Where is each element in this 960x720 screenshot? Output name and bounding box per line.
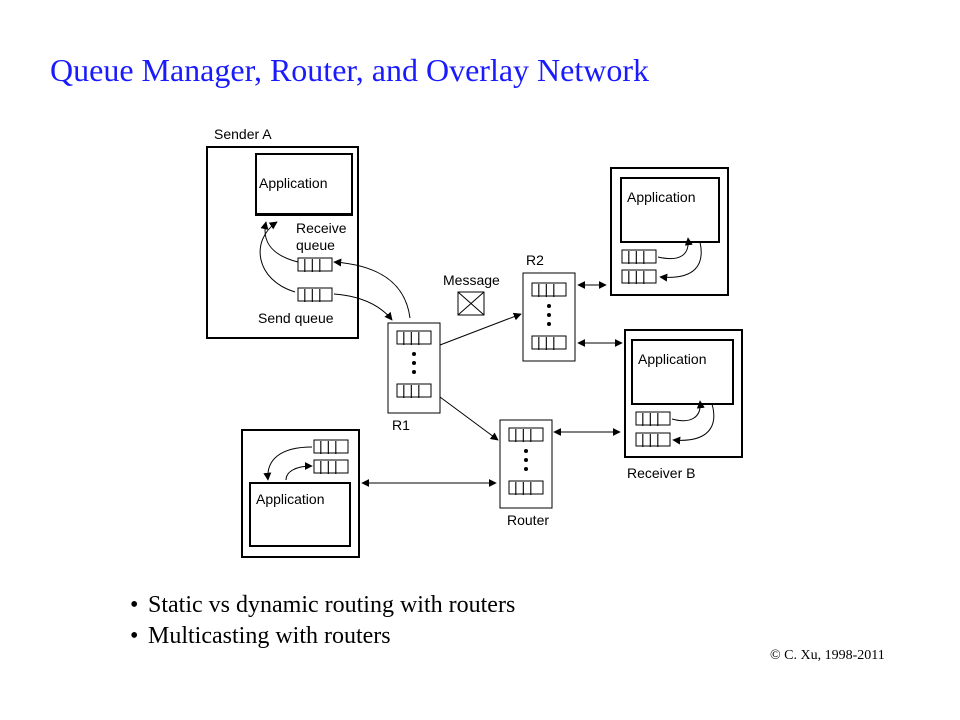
queue-slot-marks: | | |	[402, 329, 421, 345]
queue-slot-marks: | | |	[627, 268, 646, 284]
send-queue-label: Send queue	[258, 310, 334, 326]
receiver-b-host: Application | | | | | | Receiver B	[624, 329, 743, 481]
sender-a-host: Sender A Application Receive queue | | |…	[206, 126, 359, 339]
bottom-left-host: Application | | | | | |	[241, 429, 360, 558]
queue-slot-marks: | | |	[402, 382, 421, 398]
copyright-notice: © C. Xu, 1998-2011	[770, 648, 885, 663]
message-label: Message	[443, 272, 500, 288]
application-label: Application	[638, 351, 707, 367]
r1-router: | | | | | | R1	[387, 322, 441, 433]
r1-to-receive-queue-arrow	[333, 258, 411, 319]
app-to-queue-arrow	[672, 403, 715, 445]
bullet-text: Static vs dynamic routing with routers	[148, 592, 516, 618]
bullet-item: • Static vs dynamic routing with routers	[130, 592, 515, 619]
queue-to-app-arrow	[657, 237, 693, 260]
receiver-b-label: Receiver B	[627, 465, 695, 481]
queue-slot-marks: | | |	[627, 248, 646, 264]
queue-slot-marks: | | |	[319, 458, 338, 474]
bullet-text: Multicasting with routers	[148, 623, 391, 649]
r1-to-router-arrow	[439, 396, 499, 441]
queue-to-app-arrow	[263, 446, 313, 481]
send-queue: | | |	[297, 286, 333, 302]
queue-slot-marks: | | |	[514, 479, 533, 495]
queue-slot-marks: | | |	[514, 426, 533, 442]
queue-slot-marks: | | |	[641, 431, 660, 447]
application-label: Application	[256, 491, 325, 507]
r1-label: R1	[392, 417, 410, 433]
router: | | | | | | Router	[499, 419, 553, 528]
queue-slot-marks: | | |	[319, 438, 338, 454]
receive-queue-label-line1: Receive	[296, 220, 347, 236]
app-to-queue-arrow	[659, 241, 702, 282]
r2-router: R2 | | | | | |	[522, 252, 576, 362]
receive-queue-to-app-arrow	[260, 221, 299, 263]
sender-a-label: Sender A	[214, 126, 272, 142]
queue-slot-marks: | | |	[537, 334, 556, 350]
receive-queue: | | |	[297, 256, 333, 272]
queue-slot-marks: | | |	[537, 281, 556, 297]
receive-queue-label-line2: queue	[296, 237, 335, 253]
app-to-queue-arrow	[285, 462, 313, 481]
app-to-send-queue-arrow	[259, 221, 296, 293]
queue-slot-marks: | | |	[641, 410, 660, 426]
application-label: Application	[627, 189, 696, 205]
queue-slot-marks: | | |	[303, 286, 322, 302]
queue-to-app-arrow	[671, 400, 705, 422]
bullet-item: • Multicasting with routers	[130, 623, 515, 650]
top-right-host: Application | | | | | |	[610, 167, 729, 296]
router-label: Router	[507, 512, 549, 528]
message-envelope-icon	[457, 291, 485, 316]
bullet-list: •Static vs dynamic routing with routers …	[130, 592, 515, 654]
application-label: Application	[259, 175, 328, 191]
r2-label: R2	[526, 252, 544, 268]
bullet-glyph: •	[130, 592, 139, 618]
r1-to-r2-arrow	[439, 312, 522, 346]
bullet-glyph: •	[130, 623, 139, 649]
slide-title: Queue Manager, Router, and Overlay Netwo…	[50, 52, 649, 88]
queue-slot-marks: | | |	[303, 256, 322, 272]
application-box: Application	[255, 153, 353, 216]
send-queue-to-r1-arrow	[333, 293, 393, 321]
